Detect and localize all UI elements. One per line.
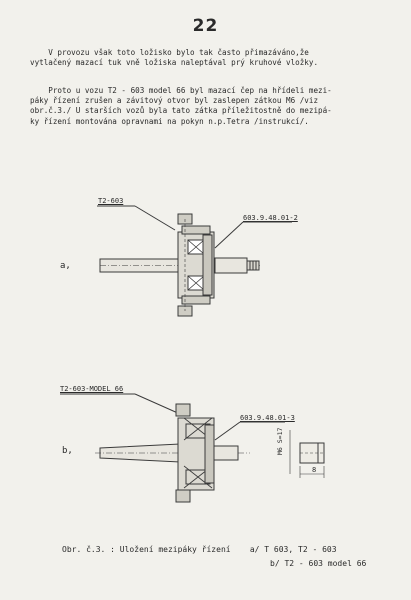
- text-line: ky řízení montována opravnami na pokyn n…: [30, 116, 309, 126]
- page-number: 22: [192, 16, 219, 36]
- figure-a-model-label: T2-603: [98, 197, 124, 205]
- figure-a-part-number: 603.9.48.01-2: [243, 214, 298, 222]
- text-line: V provozu však toto ložisko bylo tak čas…: [30, 48, 309, 57]
- text-line: obr.č.3./ U starších vozů byla tato zátk…: [30, 106, 332, 116]
- figure-caption-line-2: b/ T2 - 603 model 66: [270, 559, 367, 568]
- text-line: Proto u vozu T2 - 603 model 66 byl mazac…: [30, 86, 332, 95]
- figure-a-letter: a,: [60, 261, 71, 271]
- paragraph-1: V provozu však toto ložisko bylo tak čas…: [30, 48, 390, 68]
- text-line: páky řízení zrušen a závitový otvor byl …: [30, 96, 319, 106]
- text-line: vytlačený mazací tuk vně ložiska naleptá…: [30, 58, 319, 68]
- figure-b-part-number: 603.9.48.01-3: [240, 414, 295, 422]
- figure-b-letter: b,: [62, 446, 73, 456]
- paragraph-2: Proto u vozu T2 - 603 model 66 byl mazac…: [30, 86, 390, 127]
- figure-b-model-label: T2-603-MODEL 66: [60, 385, 124, 393]
- figure-b-dimension-label: 8: [312, 466, 317, 474]
- figure-caption-line-1: Obr. č.3. : Uložení mezipáky řízení a/ T…: [62, 545, 337, 554]
